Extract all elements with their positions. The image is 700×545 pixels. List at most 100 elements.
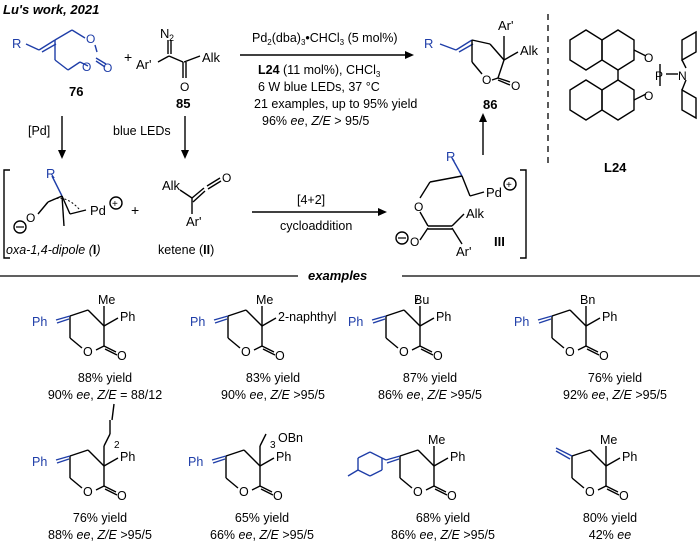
intermediate-III-structure — [419, 157, 485, 245]
example-4-selectivity: 92% ee, Z/E >95/5 — [563, 388, 667, 402]
blue-leds-label: blue LEDs — [113, 124, 171, 138]
ligand-P: P — [655, 69, 663, 83]
aryl-substituent: Ph — [120, 450, 135, 464]
carbonyl-oxygen: O — [273, 489, 283, 503]
example-8-selectivity: 42% ee — [589, 528, 631, 542]
ligand-L24-structure — [569, 29, 697, 121]
int3-O-minus: O — [410, 235, 419, 249]
example-6-yield: 65% yield — [235, 511, 289, 525]
iso-prefix: i — [416, 294, 419, 304]
dipole-O: O — [26, 211, 35, 225]
alpha-substituent: Me — [428, 433, 445, 447]
product-86-Alk: Alk — [520, 43, 539, 58]
conditions-selectivity: 96% ee, Z/E > 95/5 — [262, 114, 369, 128]
dipole-plus-charge — [109, 196, 123, 210]
phenyl-substituent: Ph — [190, 315, 205, 329]
phenyl-substituent: Ph — [32, 315, 47, 329]
compound-76-O1: O — [86, 32, 95, 46]
ketene-caption: ketene (II) — [158, 243, 214, 257]
int3-R: R — [446, 149, 455, 164]
alpha-substituent: Me — [98, 293, 115, 307]
example-3-yield: 87% yield — [403, 371, 457, 385]
int3-minus-charge — [395, 231, 409, 245]
compound-76-O3: O — [103, 61, 112, 75]
alpha-substituent: Me — [600, 433, 617, 447]
example-2-yield: 83% yield — [246, 371, 300, 385]
ring-oxygen: O — [585, 485, 595, 499]
product-86-Ar: Ar' — [498, 18, 513, 33]
chain-length: 2 — [114, 440, 120, 451]
phenyl-substituent: Ph — [32, 455, 47, 469]
example-7-yield: 68% yield — [416, 511, 470, 525]
int3-Alk: Alk — [466, 206, 485, 221]
pd-arrow-label: [Pd] — [28, 124, 50, 138]
aryl-substituent: Ph — [276, 450, 291, 464]
conditions-scope: 21 examples, up to 95% yield — [254, 97, 417, 111]
ligand-O2: O — [644, 89, 653, 103]
plus-sign-1: + — [124, 49, 132, 65]
ring-oxygen: O — [83, 345, 93, 359]
example-6-selectivity: 66% ee, Z/E >95/5 — [210, 528, 314, 542]
example-3-selectivity: 86% ee, Z/E >95/5 — [378, 388, 482, 402]
int3-plus-sign: + — [506, 180, 512, 191]
example-5-yield: 76% yield — [73, 511, 127, 525]
ketene-Ar: Ar' — [186, 214, 201, 229]
example-1-selectivity: 90% ee, Z/E = 88/12 — [48, 388, 162, 402]
alpha-substituent: Bn — [580, 293, 595, 307]
phenyl-substituent: Ph — [188, 455, 203, 469]
carbonyl-oxygen: O — [433, 349, 443, 363]
cycloaddition-top-label: [4+2] — [297, 193, 325, 207]
dipole-R: R — [46, 166, 55, 181]
scheme-title: Lu's work, 2021 — [3, 2, 99, 17]
aryl-substituent: Ph — [622, 450, 637, 464]
carbonyl-oxygen: O — [619, 489, 629, 503]
left-bracket — [3, 169, 10, 259]
dipole-Pd: Pd — [90, 203, 106, 218]
product-86-structure — [439, 36, 519, 86]
compound-85-Alk: Alk — [202, 50, 221, 65]
compound-76-R: R — [12, 36, 21, 51]
compound-85-Ar: Ar' — [136, 57, 151, 72]
ring-oxygen: O — [239, 485, 249, 499]
ligand-O1: O — [644, 51, 653, 65]
chain-length: 3 — [270, 440, 276, 451]
dipole-I-structure — [37, 175, 87, 227]
alpha-substituent: Me — [256, 293, 273, 307]
phenyl-substituent: Ph — [514, 315, 529, 329]
compound-85-O: O — [180, 80, 189, 94]
conditions-catalyst: Pd2(dba)3•CHCl3 (5 mol%) — [252, 31, 398, 47]
example-7-selectivity: 86% ee, Z/E >95/5 — [391, 528, 495, 542]
pd-arrow-head — [58, 150, 66, 159]
aryl-substituent: Ph — [120, 310, 135, 324]
alpha-substituent: Bu — [414, 293, 429, 307]
ketene-Alk: Alk — [162, 178, 181, 193]
product-86-O-carbonyl: O — [511, 79, 520, 93]
ligand-N: N — [678, 69, 687, 83]
ketene-II-structure — [179, 177, 222, 214]
aryl-substituent: Ph — [450, 450, 465, 464]
int3-label: III — [494, 234, 505, 249]
example-4-yield: 76% yield — [588, 371, 642, 385]
compound-76-structure: O O O — [25, 29, 112, 75]
carbonyl-oxygen: O — [599, 349, 609, 363]
aryl-substituent: Ph — [436, 310, 451, 324]
right-bracket — [520, 169, 527, 259]
ring-oxygen: O — [399, 345, 409, 359]
product-86-O-ring: O — [482, 73, 491, 87]
int3-Ar: Ar' — [456, 244, 471, 259]
example-2-selectivity: 90% ee, Z/E >95/5 — [221, 388, 325, 402]
example-5-selectivity: 88% ee, Z/E >95/5 — [48, 528, 152, 542]
int3-Pd: Pd — [486, 185, 502, 200]
example-1-yield: 88% yield — [78, 371, 132, 385]
cycloaddition-arrow-head — [378, 208, 387, 216]
return-arrow-head — [479, 113, 487, 122]
ring-oxygen: O — [413, 485, 423, 499]
compound-85-structure — [157, 40, 201, 78]
